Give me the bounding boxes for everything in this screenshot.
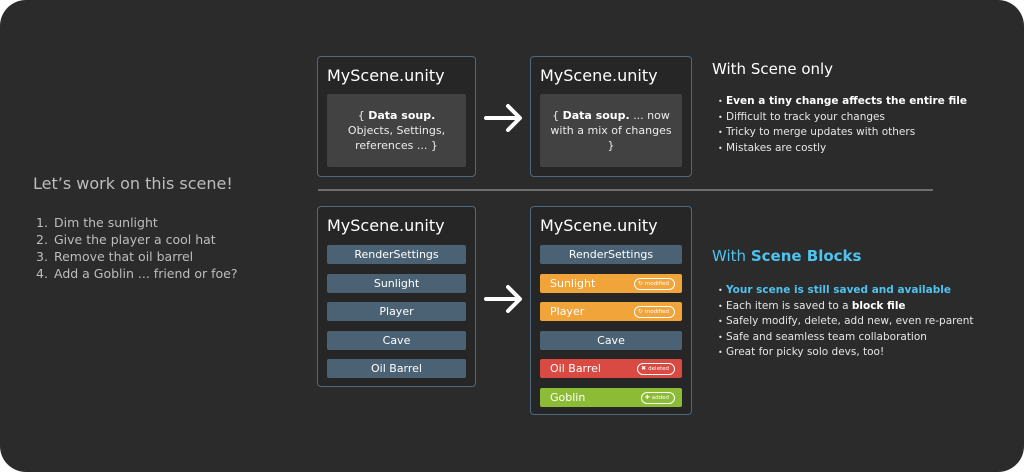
data-soup-box: { Data soup. ... now with a mix of chang… — [540, 94, 682, 167]
block-render-settings: RenderSettings — [327, 245, 466, 264]
scene-blocks-bullets: Your scene is still saved and available … — [718, 283, 973, 361]
block-oil-barrel: Oil Barrel — [327, 359, 466, 378]
scene-only-heading: With Scene only — [712, 60, 834, 78]
scene-file-before-panel: MyScene.unity { Data soup. Objects, Sett… — [317, 56, 476, 177]
scene-only-bullets: Even a tiny change affects the entire fi… — [718, 94, 967, 156]
list-item: 1. Dim the sunlight — [36, 215, 158, 230]
list-item: Each item is saved to a block file — [718, 299, 973, 315]
x-icon: ✖ — [641, 365, 647, 372]
list-item: Safely modify, delete, add new, even re-… — [718, 314, 973, 330]
intro-title: Let’s work on this scene! — [33, 174, 233, 193]
list-item: 4. Add a Goblin ... friend or foe? — [36, 266, 238, 281]
data-soup-box: { Data soup. Objects, Settings, referenc… — [327, 94, 466, 167]
panel-title: MyScene.unity — [540, 66, 658, 85]
block-oil-barrel: Oil Barrel ✖deleted — [540, 359, 682, 378]
panel-title: MyScene.unity — [327, 66, 445, 85]
scene-blocks-before-panel: MyScene.unity RenderSettings Sunlight Pl… — [317, 206, 476, 387]
list-item: Mistakes are costly — [718, 141, 967, 157]
block-goblin: Goblin ✚added — [540, 388, 682, 407]
list-item: Your scene is still saved and available — [718, 283, 973, 299]
list-item: Tricky to merge updates with others — [718, 125, 967, 141]
panel-title: MyScene.unity — [540, 216, 658, 235]
list-item: Safe and seamless team collaboration — [718, 330, 973, 346]
right-arrow-icon — [484, 104, 522, 132]
block-cave: Cave — [540, 331, 682, 350]
section-divider — [318, 189, 933, 191]
block-player: Player — [327, 302, 466, 321]
status-badge: ✚added — [640, 392, 675, 404]
block-sunlight: Sunlight ↻modified — [540, 274, 682, 293]
refresh-icon: ↻ — [637, 308, 643, 315]
block-sunlight: Sunlight — [327, 274, 466, 293]
refresh-icon: ↻ — [637, 280, 643, 287]
status-badge: ↻modified — [633, 306, 675, 318]
scene-blocks-after-panel: MyScene.unity RenderSettings Sunlight ↻m… — [530, 206, 692, 415]
list-item: Difficult to track your changes — [718, 110, 967, 126]
status-badge: ✖deleted — [637, 363, 675, 375]
block-cave: Cave — [327, 331, 466, 350]
list-item: 2. Give the player a cool hat — [36, 232, 216, 247]
scene-file-after-panel: MyScene.unity { Data soup. ... now with … — [530, 56, 692, 177]
scene-blocks-heading: With Scene Blocks — [712, 247, 862, 265]
panel-title: MyScene.unity — [327, 216, 445, 235]
block-player: Player ↻modified — [540, 302, 682, 321]
plus-icon: ✚ — [644, 394, 650, 401]
block-render-settings: RenderSettings — [540, 245, 682, 264]
list-item: Great for picky solo devs, too! — [718, 345, 973, 361]
steps-list: 1. Dim the sunlight 2. Give the player a… — [36, 214, 237, 282]
status-badge: ↻modified — [633, 278, 675, 290]
right-arrow-icon — [484, 285, 522, 313]
list-item: Even a tiny change affects the entire fi… — [718, 94, 967, 110]
list-item: 3. Remove that oil barrel — [36, 249, 194, 264]
